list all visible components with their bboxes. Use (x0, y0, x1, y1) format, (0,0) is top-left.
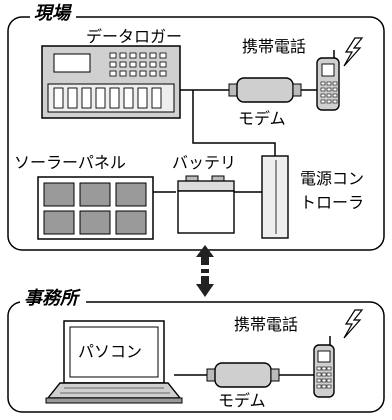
laptop-pc-icon (45, 320, 183, 404)
site-title-backdrop (30, 2, 76, 24)
site-section-title: 現場 (34, 3, 73, 24)
site-wiring (153, 89, 317, 193)
modem-office-label: モデム (218, 391, 266, 410)
signal-lightning-icon-site (343, 37, 364, 67)
pc-screen-label: パソコン (78, 342, 142, 361)
mobile-phone-site-label: 携帯電話 (242, 37, 306, 56)
mobile-phone-office-label: 携帯電話 (234, 315, 298, 334)
office-title-backdrop (20, 287, 86, 309)
solar-panel-label: ソーラーパネル (14, 153, 126, 172)
modem-site-label: モデム (238, 109, 286, 128)
mobile-phone-site-icon (316, 50, 340, 111)
battery-label: バッテリ (172, 153, 236, 172)
office-section-title: 事務所 (24, 288, 81, 309)
power-controller-label-line2: トローラ (300, 193, 364, 212)
power-controller-label-line1: 電源コン (300, 169, 364, 188)
power-controller (261, 155, 289, 239)
signal-lightning-icon-office (343, 309, 364, 339)
battery-icon (177, 175, 235, 234)
mobile-phone-office-icon (313, 336, 335, 398)
communication-arrow (196, 245, 214, 297)
solar-panel (37, 176, 154, 240)
modem-office-icon (206, 362, 280, 388)
modem-site-icon (228, 77, 302, 103)
data-logger (41, 45, 181, 119)
data-logger-label: データロガー (86, 27, 182, 46)
